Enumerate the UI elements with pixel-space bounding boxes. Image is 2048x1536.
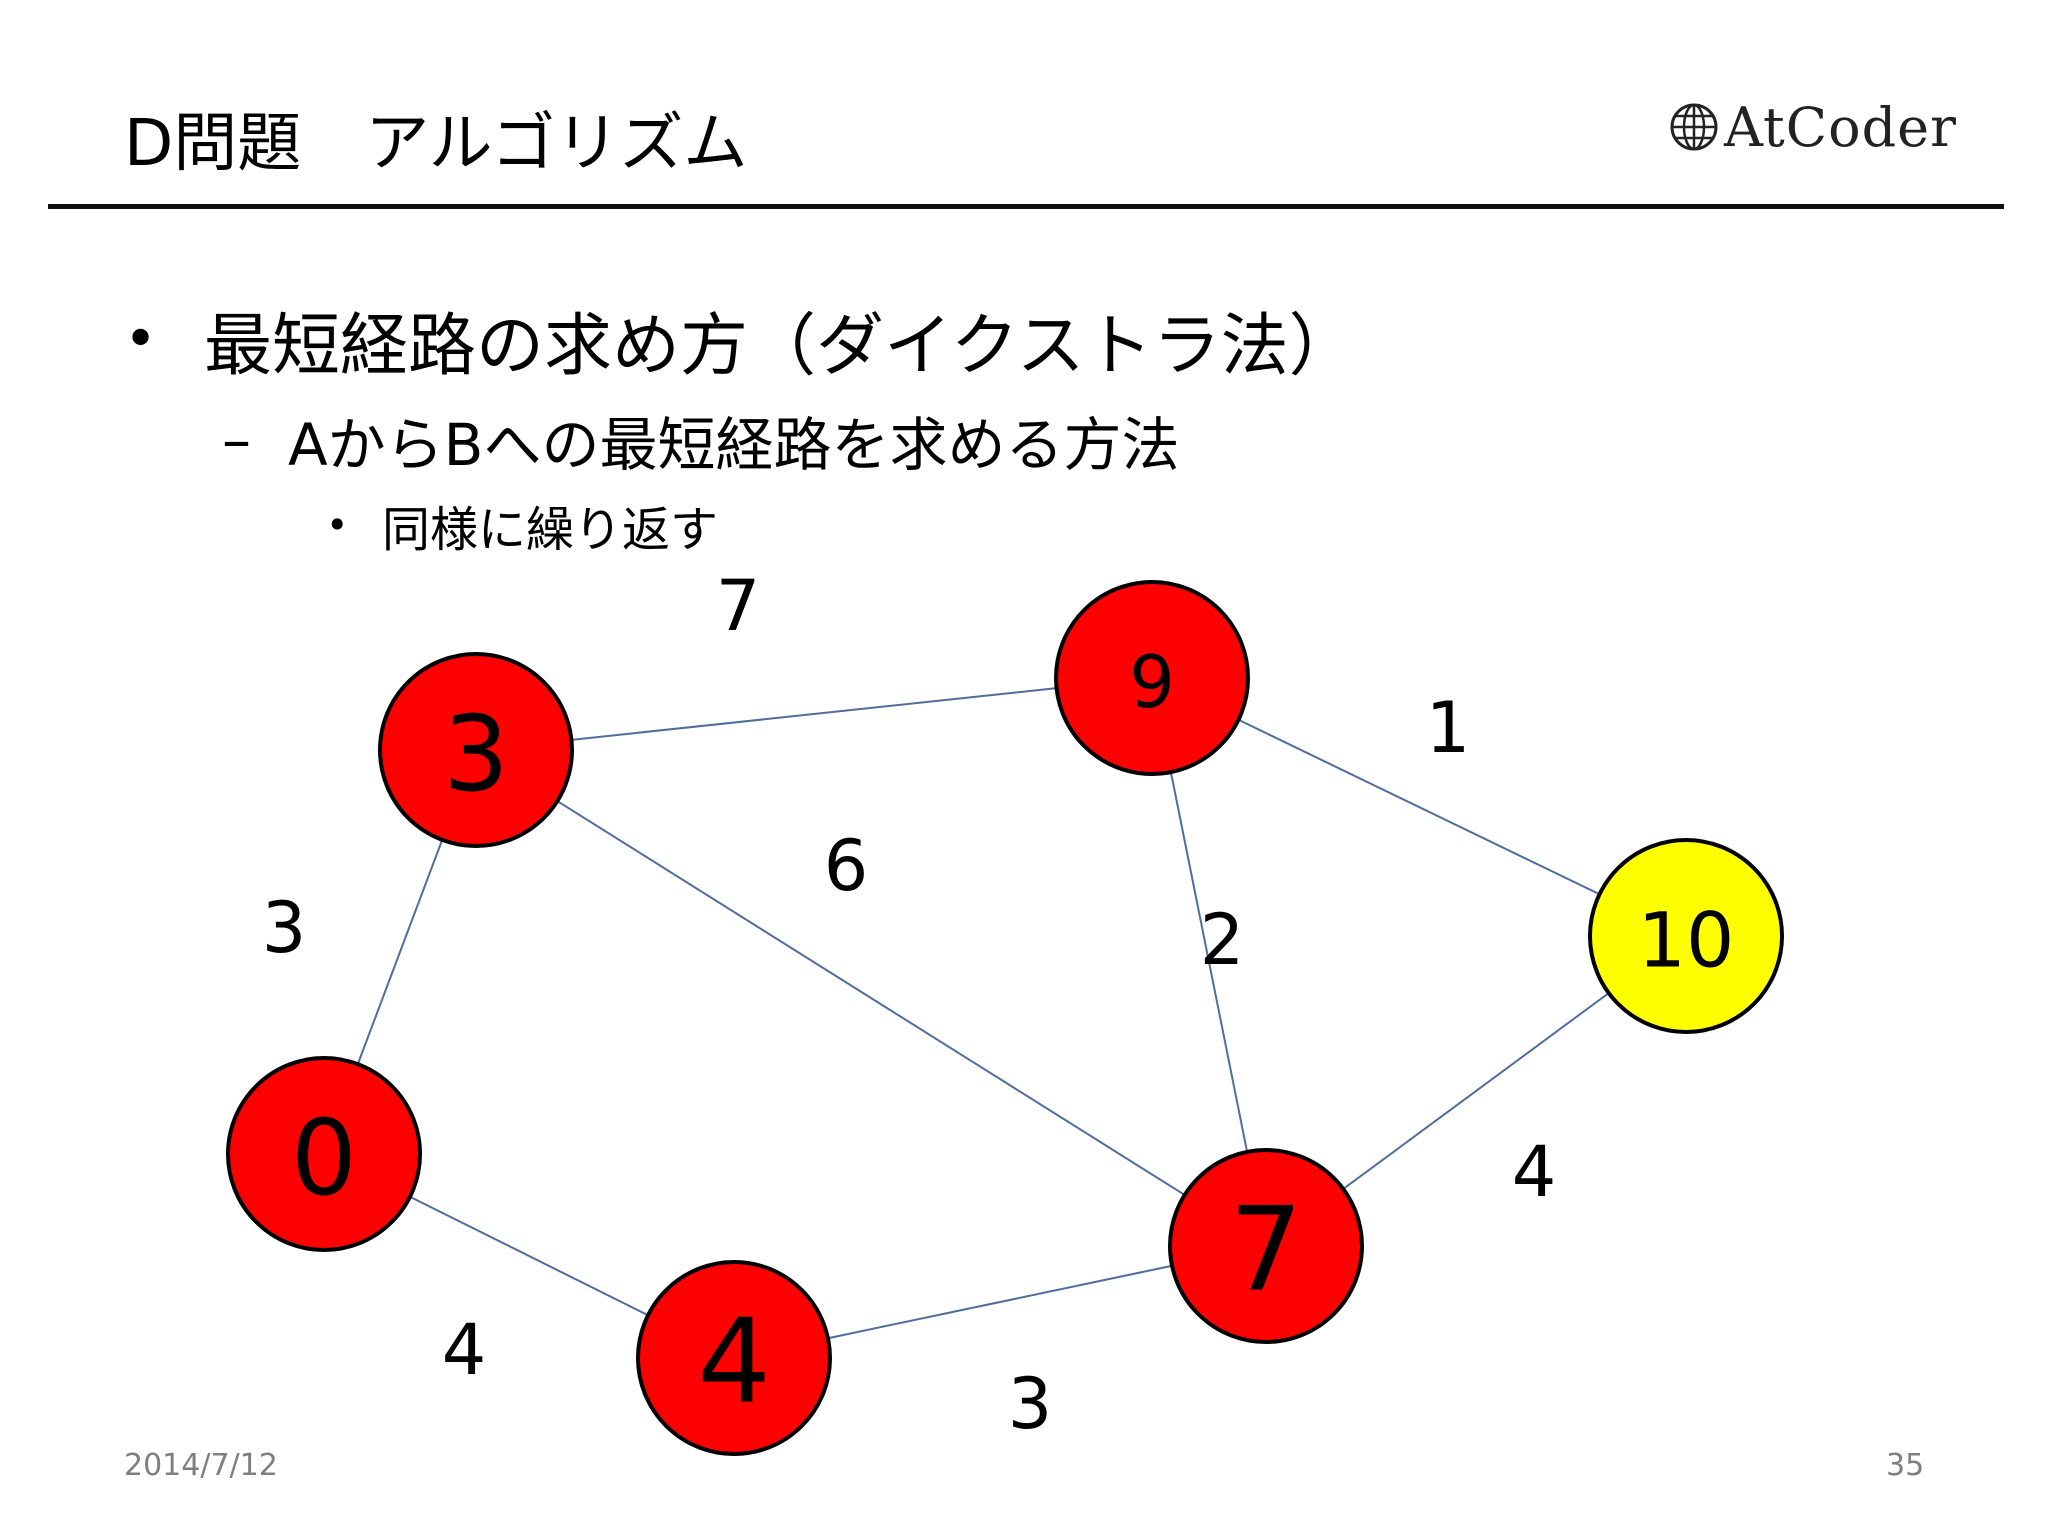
node-circle [1168,1148,1364,1344]
bullet-mark-2: – [222,406,251,474]
node-circle [378,652,574,848]
page-number: 35 [1886,1448,1925,1483]
bullet-level2: – AからBへの最短経路を求める方法 [222,398,1179,482]
edge-weight-label: 6 [824,825,869,907]
node-label: 10 [1638,896,1735,985]
node-n4: 4 [636,1260,832,1456]
edge-weight-label: 3 [262,887,307,969]
edge-n9-n7 [1169,771,1249,1153]
weights-layer: 7 1 6 2 3 4 4 3 [262,565,1557,1445]
atcoder-logo: AtCoder [1668,92,1957,162]
edge-n10-n7 [1342,992,1610,1190]
edge-n0-n4 [409,1195,649,1317]
nodes-layer: 3 9 10 0 4 7 [226,580,1784,1456]
edge-n9-n10 [1238,718,1600,896]
node-n10: 10 [1588,838,1784,1034]
node-circle [1054,580,1250,776]
node-label: 3 [443,693,509,815]
slide-title: D問題 アルゴリズム [124,107,748,181]
bullet-level3: • 同様に繰り返す [326,490,718,560]
node-label: 7 [1229,1183,1303,1318]
bullet-mark-1: • [124,307,158,372]
bullet-level1: • 最短経路の求め方（ダイクストラ法） [124,290,1357,389]
bullet-text-2: AからBへの最短経路を求める方法 [288,411,1180,479]
node-label: 4 [697,1295,771,1430]
node-label: 0 [291,1097,357,1219]
node-circle [636,1260,832,1456]
globe-icon [1670,103,1718,151]
title-divider [48,204,2004,209]
edge-weight-label: 4 [1512,1131,1557,1213]
edges-layer [356,687,1610,1340]
edge-n3-n0 [356,839,444,1065]
edge-weight-label: 2 [1200,899,1245,981]
node-n7: 7 [1168,1148,1364,1344]
edge-n3-n9 [571,687,1057,741]
bullet-mark-3: • [326,503,349,547]
bullet-text-1: 最短経路の求め方（ダイクストラ法） [204,307,1357,386]
bullet-text-3: 同様に繰り返す [382,502,719,558]
node-circle [1588,838,1784,1034]
edge-weight-label: 1 [1426,687,1471,769]
node-n0: 0 [226,1056,422,1252]
logo-text: AtCoder [1724,95,1957,159]
edge-n3-n7 [556,800,1186,1196]
node-n3: 3 [378,652,574,848]
footer-date: 2014/7/12 [124,1448,278,1483]
edge-weight-label: 7 [716,565,761,647]
edge-n4-n7 [827,1264,1173,1340]
edge-weight-label: 4 [442,1309,487,1391]
node-label: 9 [1129,640,1175,724]
node-circle [226,1056,422,1252]
edge-weight-label: 3 [1008,1363,1053,1445]
node-n9: 9 [1054,580,1250,776]
